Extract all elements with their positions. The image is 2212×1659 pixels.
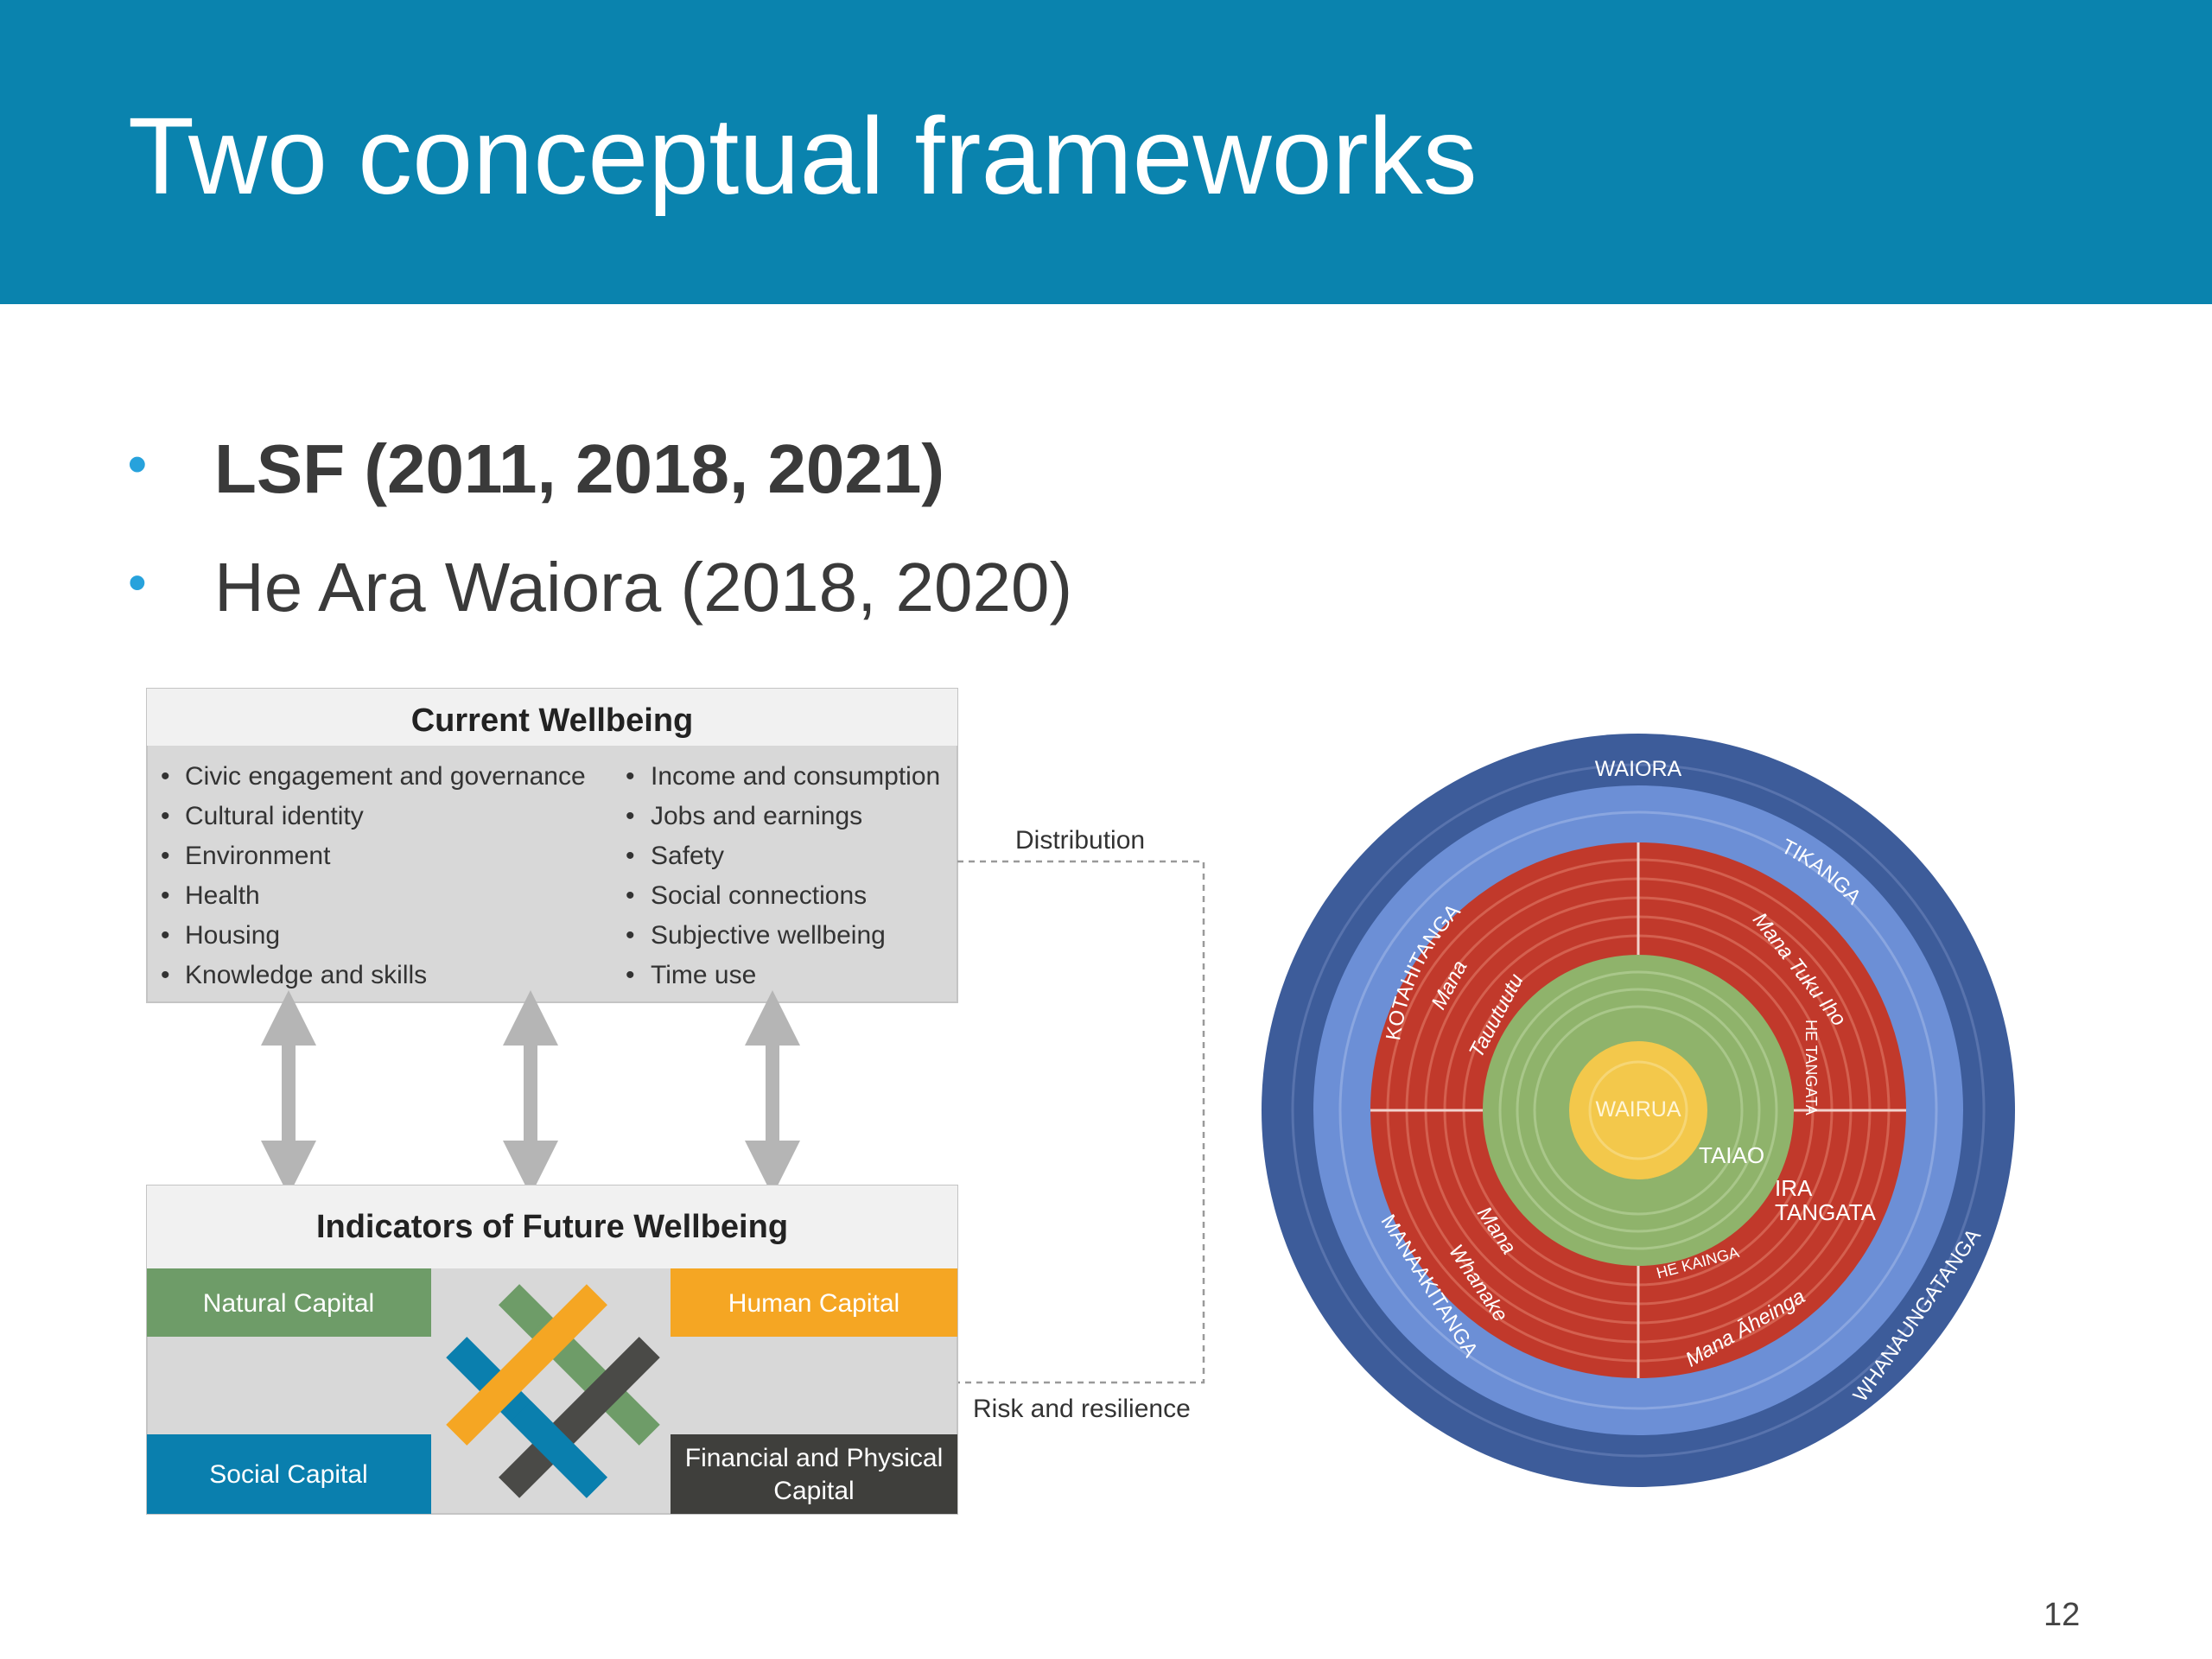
- red-ring-ira-tangata: [1370, 842, 1906, 1378]
- title-bar: Two conceptual frameworks: [0, 0, 2212, 304]
- bullet-dot-icon: •: [128, 553, 147, 613]
- waiora-label: WAIORA: [1595, 757, 1682, 781]
- current-item-right: Jobs and earnings: [651, 802, 862, 830]
- page-number: 12: [2044, 1597, 2081, 1633]
- bullet-dot-icon: •: [161, 961, 170, 989]
- mana-whanake-label-1: Mana: [1472, 1203, 1521, 1259]
- mana-aheinga-label: Mana Āheinga: [1681, 1285, 1809, 1372]
- current-item-right: Safety: [651, 842, 724, 870]
- human-capital-box: [671, 1268, 957, 1337]
- social-capital-box: [147, 1434, 431, 1514]
- ira-tangata-label-2: TANGATA: [1775, 1199, 1877, 1225]
- center-wairua: [1569, 1041, 1707, 1179]
- distribution-label: Distribution: [1015, 826, 1145, 855]
- ira-tangata-label-1: IRA: [1775, 1175, 1813, 1201]
- green-ring-taiao: [1483, 955, 1794, 1266]
- bullet-dot-icon: •: [626, 881, 635, 910]
- current-wellbeing-header: [147, 689, 957, 746]
- bullet-dot-icon: •: [161, 842, 170, 870]
- current-item-left: Knowledge and skills: [185, 961, 427, 989]
- human-capital-label: Human Capital: [728, 1289, 899, 1318]
- bullet-dot-icon: •: [626, 762, 635, 791]
- current-item-left: Health: [185, 881, 260, 910]
- future-wellbeing-title: Indicators of Future Wellbeing: [316, 1209, 788, 1245]
- risk-resilience-label: Risk and resilience: [973, 1395, 1191, 1423]
- bullet-dot-icon: •: [626, 921, 635, 950]
- bullet-dot-icon: •: [626, 842, 635, 870]
- bullet-dot-icon: •: [161, 802, 170, 830]
- bullet-dot-icon: •: [128, 435, 147, 494]
- bullet-dot-icon: •: [161, 881, 170, 910]
- current-item-left: Housing: [185, 921, 280, 950]
- bullet-dot-icon: •: [626, 802, 635, 830]
- blue-ring-values: [1313, 785, 1963, 1435]
- current-item-left: Cultural identity: [185, 802, 364, 830]
- natural-capital-label: Natural Capital: [203, 1289, 374, 1318]
- bullet-dot-icon: •: [161, 762, 170, 791]
- he-tangata-label: HE TANGATA: [1802, 1020, 1820, 1116]
- blue-ring-pattern: [1338, 810, 1938, 1410]
- wairua-label: WAIRUA: [1595, 1097, 1681, 1122]
- mana-whanake-label-2: Whanake: [1444, 1241, 1512, 1326]
- financial-capital-label-line2: Capital: [773, 1477, 854, 1505]
- current-item-right: Income and consumption: [651, 762, 940, 791]
- center-pattern: [1588, 1060, 1688, 1160]
- red-ring-pattern: [1386, 858, 1891, 1363]
- bullet-hew-text: He Ara Waiora (2018, 2020): [214, 549, 1073, 626]
- he-kainga-label: HE KAINGA: [1655, 1243, 1741, 1282]
- tikanga-label: TIKANGA: [1777, 835, 1866, 909]
- svg-text:KOTAHITANGA: KOTAHITANGA: [1382, 899, 1465, 1042]
- distribution-risk-connector: [957, 860, 1205, 1384]
- future-wellbeing-header: [147, 1185, 957, 1268]
- manaakitanga-label: MANAAKITANGA: [1376, 1211, 1483, 1362]
- taiao-label: TAIAO: [1699, 1142, 1764, 1168]
- outer-ring-pattern: [1291, 763, 1986, 1458]
- current-item-right: Social connections: [651, 881, 867, 910]
- current-item-right: Time use: [651, 961, 756, 989]
- svg-text:TIKANGA: TIKANGA: [1777, 835, 1866, 909]
- bullet-lsf-text: LSF (2011, 2018, 2021): [214, 430, 944, 507]
- current-wellbeing-box: [146, 688, 958, 1003]
- slide-title: Two conceptual frameworks: [128, 95, 1478, 217]
- capitals-weave-logo: [446, 1284, 660, 1498]
- whanaungatanga-label: WHANAUNGATANGA: [1849, 1224, 1986, 1406]
- mana-tauutuutu-label-2: Tauutuutu: [1465, 970, 1529, 1062]
- current-wellbeing-title: Current Wellbeing: [411, 702, 694, 739]
- current-item-right: Subjective wellbeing: [651, 921, 886, 950]
- current-item-left: Civic engagement and governance: [185, 762, 586, 791]
- current-item-left: Environment: [185, 842, 331, 870]
- bullet-dot-icon: •: [161, 921, 170, 950]
- bullet-dot-icon: •: [626, 961, 635, 989]
- social-capital-label: Social Capital: [209, 1460, 367, 1489]
- green-ring-pattern: [1498, 970, 1778, 1250]
- mana-tuku-iho-label: Mana Tuku Iho: [1748, 908, 1851, 1030]
- mana-tauutuutu-label-1: Mana: [1427, 957, 1472, 1014]
- future-wellbeing-box: [146, 1185, 958, 1515]
- outer-ring-waiora: [1262, 734, 2015, 1487]
- natural-capital-box: [147, 1268, 431, 1337]
- kotahitanga-label: KOTAHITANGA: [1382, 899, 1465, 1042]
- financial-capital-label-line1: Financial and Physical: [685, 1444, 944, 1472]
- financial-capital-box: [671, 1434, 957, 1514]
